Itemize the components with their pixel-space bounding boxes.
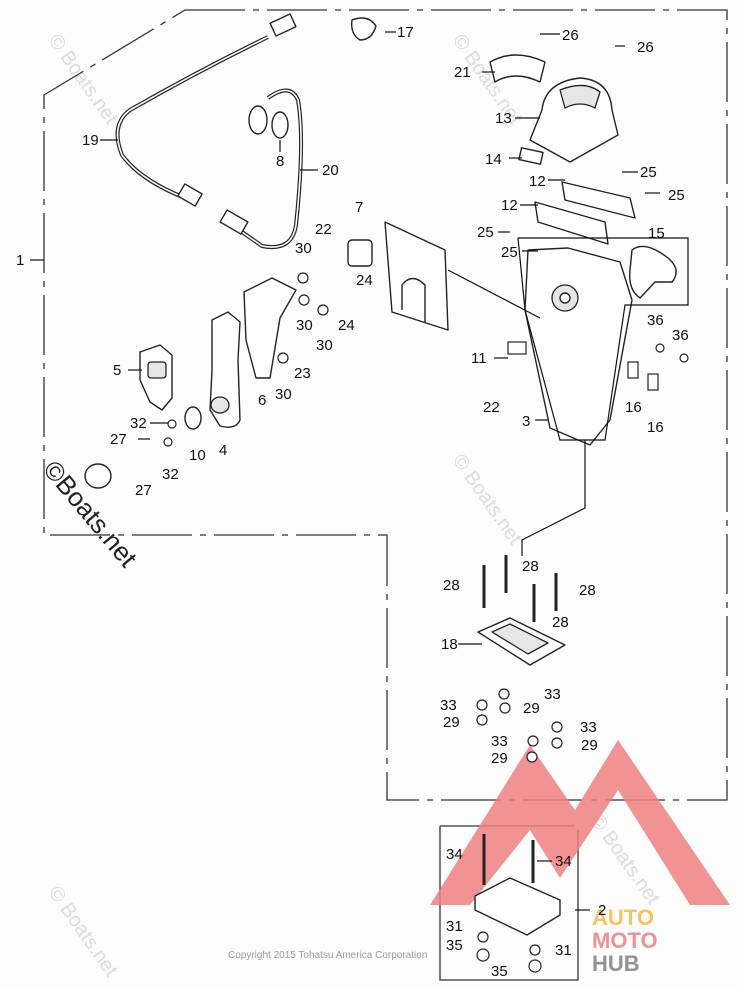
callout-22: 22 (483, 399, 500, 416)
part-17-grommet (350, 17, 377, 41)
callout-25: 25 (668, 187, 685, 204)
callout-6: 6 (258, 392, 266, 409)
copyright-text: Copyright 2015 Tohatsu America Corporati… (228, 950, 427, 961)
callout-10: 10 (189, 447, 206, 464)
callout-5: 5 (113, 362, 121, 379)
callout-26: 26 (637, 39, 654, 56)
callout-33: 33 (491, 733, 508, 750)
callout-36: 36 (672, 327, 689, 344)
part-12-plate (561, 181, 636, 219)
callout-30: 30 (296, 317, 313, 334)
callout-28: 28 (552, 614, 569, 631)
callout-21: 21 (454, 64, 471, 81)
callout-23: 23 (294, 365, 311, 382)
callout-16: 16 (625, 399, 642, 416)
callout-7: 7 (355, 199, 363, 216)
part-12-plate (534, 201, 609, 245)
callout-31: 31 (555, 942, 572, 959)
callout-labels: 1 2 3 4 5 6 7 8 10 11 12 12 13 14 15 16 … (16, 24, 689, 980)
callout-12: 12 (501, 197, 518, 214)
callout-19: 19 (82, 132, 99, 149)
callout-26: 26 (562, 27, 579, 44)
brand-moto: MOTO (592, 928, 658, 953)
callout-27: 27 (110, 431, 127, 448)
brand-auto: AUTO (592, 905, 654, 930)
assembly-1-outline (43, 9, 728, 801)
callout-24: 24 (356, 272, 373, 289)
callout-33: 33 (544, 686, 561, 703)
callout-14: 14 (485, 151, 502, 168)
fasteners (163, 272, 689, 973)
callout-34: 34 (446, 846, 463, 863)
callout-36: 36 (647, 312, 664, 329)
callout-33: 33 (580, 719, 597, 736)
callout-22: 22 (315, 221, 332, 238)
logo-mountain-icon (430, 740, 730, 905)
callout-29: 29 (443, 714, 460, 731)
callout-25: 25 (477, 224, 494, 241)
callout-15: 15 (648, 225, 665, 242)
watermark: © Boats.net (448, 450, 526, 549)
callout-30: 30 (316, 337, 333, 354)
callout-29: 29 (581, 737, 598, 754)
callout-17: 17 (397, 24, 414, 41)
callout-31: 31 (446, 918, 463, 935)
automotohub-logo: AUTO MOTO HUB (592, 905, 658, 976)
callout-4: 4 (219, 442, 227, 459)
callout-35: 35 (491, 963, 508, 980)
part-20-harness (219, 88, 304, 249)
part-3-control-box (524, 247, 633, 446)
part-6-bracket (243, 277, 297, 379)
callout-30: 30 (295, 240, 312, 257)
callout-13: 13 (495, 110, 512, 127)
part-21-cover (489, 54, 546, 83)
callout-28: 28 (579, 582, 596, 599)
callout-18: 18 (441, 636, 458, 653)
gasket-plate (384, 221, 449, 331)
watermark: © Boats.net (44, 882, 122, 981)
part-14-clip (518, 147, 544, 165)
leader-lines (30, 31, 660, 911)
callout-25: 25 (501, 244, 518, 261)
callout-20: 20 (322, 162, 339, 179)
callout-24: 24 (338, 317, 355, 334)
callout-16: 16 (647, 419, 664, 436)
callout-11: 11 (471, 350, 487, 367)
callout-29: 29 (523, 700, 540, 717)
part-10-washer (184, 406, 202, 430)
part-15-bracket (629, 245, 677, 299)
callout-35: 35 (446, 937, 463, 954)
part-19-harness (115, 13, 297, 207)
callout-29: 29 (491, 750, 508, 767)
callout-27: 27 (135, 482, 152, 499)
callout-32: 32 (162, 466, 179, 483)
callout-3: 3 (522, 413, 530, 430)
bolts (482, 555, 558, 885)
callout-30: 30 (275, 386, 292, 403)
callout-32: 32 (130, 415, 147, 432)
part-2-spacer (474, 877, 561, 936)
callout-34: 34 (555, 853, 572, 870)
callout-28: 28 (443, 577, 460, 594)
callout-28: 28 (522, 558, 539, 575)
grommet (84, 463, 112, 489)
callout-12: 12 (529, 173, 546, 190)
watermark: © Boats.net (44, 30, 122, 129)
brand-hub: HUB (592, 951, 640, 976)
callout-1: 1 (16, 252, 24, 269)
part-8-connector (271, 111, 289, 139)
callout-25: 25 (640, 164, 657, 181)
callout-33: 33 (440, 697, 457, 714)
callout-2: 2 (598, 902, 606, 919)
callout-8: 8 (276, 153, 284, 170)
part-7-grommet (347, 239, 373, 267)
